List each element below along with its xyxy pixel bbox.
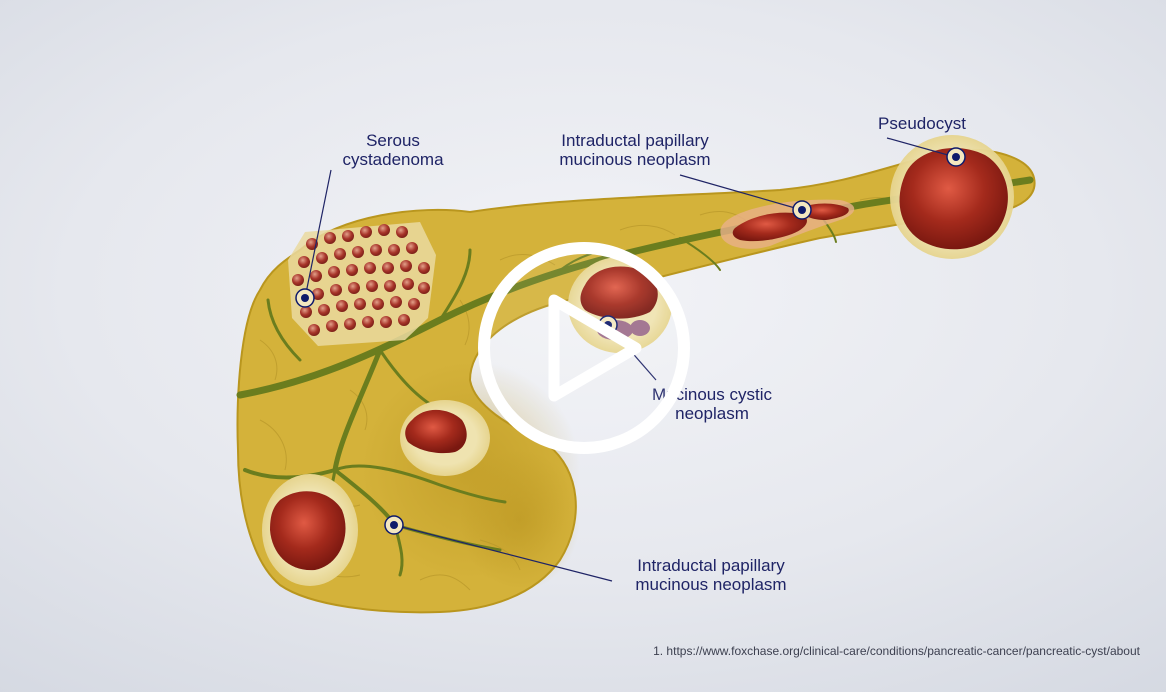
marker-ipmn-bottom bbox=[384, 515, 404, 535]
label-ipmn-bottom-line1: Intraductal papillary bbox=[637, 556, 785, 575]
label-ipmn-top-line1: Intraductal papillary bbox=[561, 131, 709, 150]
label-ipmn-top: Intraductal papillary mucinous neoplasm bbox=[520, 131, 750, 169]
head-cyst-upper bbox=[400, 400, 490, 476]
ipmn-body-lesion bbox=[720, 199, 855, 249]
marker-pseudocyst bbox=[946, 147, 966, 167]
label-ipmn-bottom-line2: mucinous neoplasm bbox=[635, 575, 787, 594]
marker-ipmn-top bbox=[792, 200, 812, 220]
label-mcn-line1: Mucinous cystic bbox=[652, 385, 772, 404]
label-serous-line2: cystadenoma bbox=[342, 150, 444, 169]
label-pseudocyst: Pseudocyst bbox=[878, 114, 966, 133]
serous-cystadenoma bbox=[288, 222, 436, 346]
pseudocyst bbox=[890, 135, 1014, 259]
label-serous-line1: Serous bbox=[366, 131, 420, 150]
head-cyst-lower bbox=[262, 474, 358, 586]
label-mucinous-cystic-neoplasm: Mucinous cystic neoplasm bbox=[622, 385, 802, 423]
play-button[interactable] bbox=[474, 238, 694, 458]
label-ipmn-top-line2: mucinous neoplasm bbox=[559, 150, 711, 169]
label-mcn-line2: neoplasm bbox=[675, 404, 749, 423]
marker-serous bbox=[295, 288, 315, 308]
footnote-source: 1. https://www.foxchase.org/clinical-car… bbox=[653, 644, 1140, 658]
label-ipmn-bottom: Intraductal papillary mucinous neoplasm bbox=[596, 556, 826, 594]
play-icon bbox=[478, 242, 690, 454]
label-serous-cystadenoma: Serous cystadenoma bbox=[300, 131, 486, 169]
